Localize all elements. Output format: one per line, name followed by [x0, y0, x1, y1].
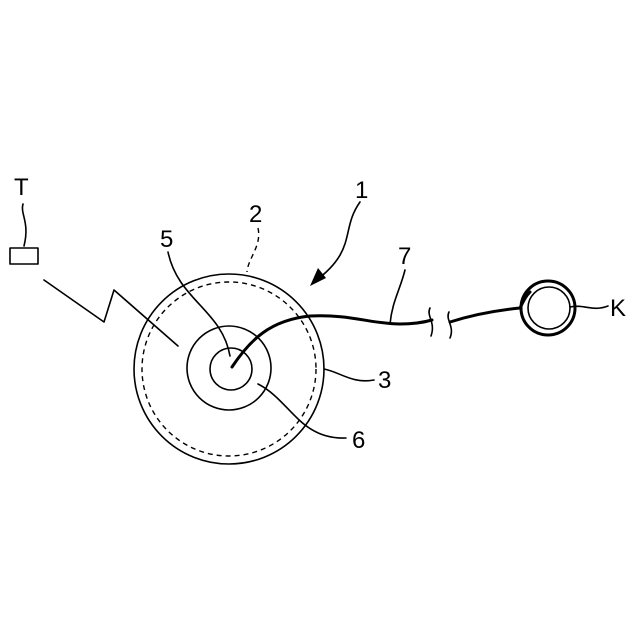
coil-outer [521, 281, 575, 335]
label-K: K [610, 295, 626, 322]
wireless-zigzag [44, 280, 178, 346]
break-mark-right [448, 312, 451, 338]
leader-7 [390, 270, 405, 324]
transmitter-box [10, 248, 38, 264]
outer-circle [134, 274, 324, 464]
leader-T [22, 204, 26, 246]
label-5: 5 [160, 226, 173, 253]
middle-ring [187, 326, 271, 410]
label-3: 3 [378, 367, 391, 394]
dashed-circle [142, 282, 316, 456]
inner-circle [210, 348, 252, 390]
arrow-1 [310, 268, 326, 286]
label-7: 7 [398, 243, 411, 270]
leader-2 [247, 228, 259, 272]
coil-inner [528, 287, 570, 329]
leader-1 [314, 202, 360, 282]
label-1: 1 [355, 177, 368, 204]
leader-5 [168, 252, 230, 356]
wire-continuation [450, 308, 520, 322]
leader-3 [324, 369, 374, 381]
label-2: 2 [249, 201, 262, 228]
label-6: 6 [352, 427, 365, 454]
label-T: T [14, 174, 29, 201]
